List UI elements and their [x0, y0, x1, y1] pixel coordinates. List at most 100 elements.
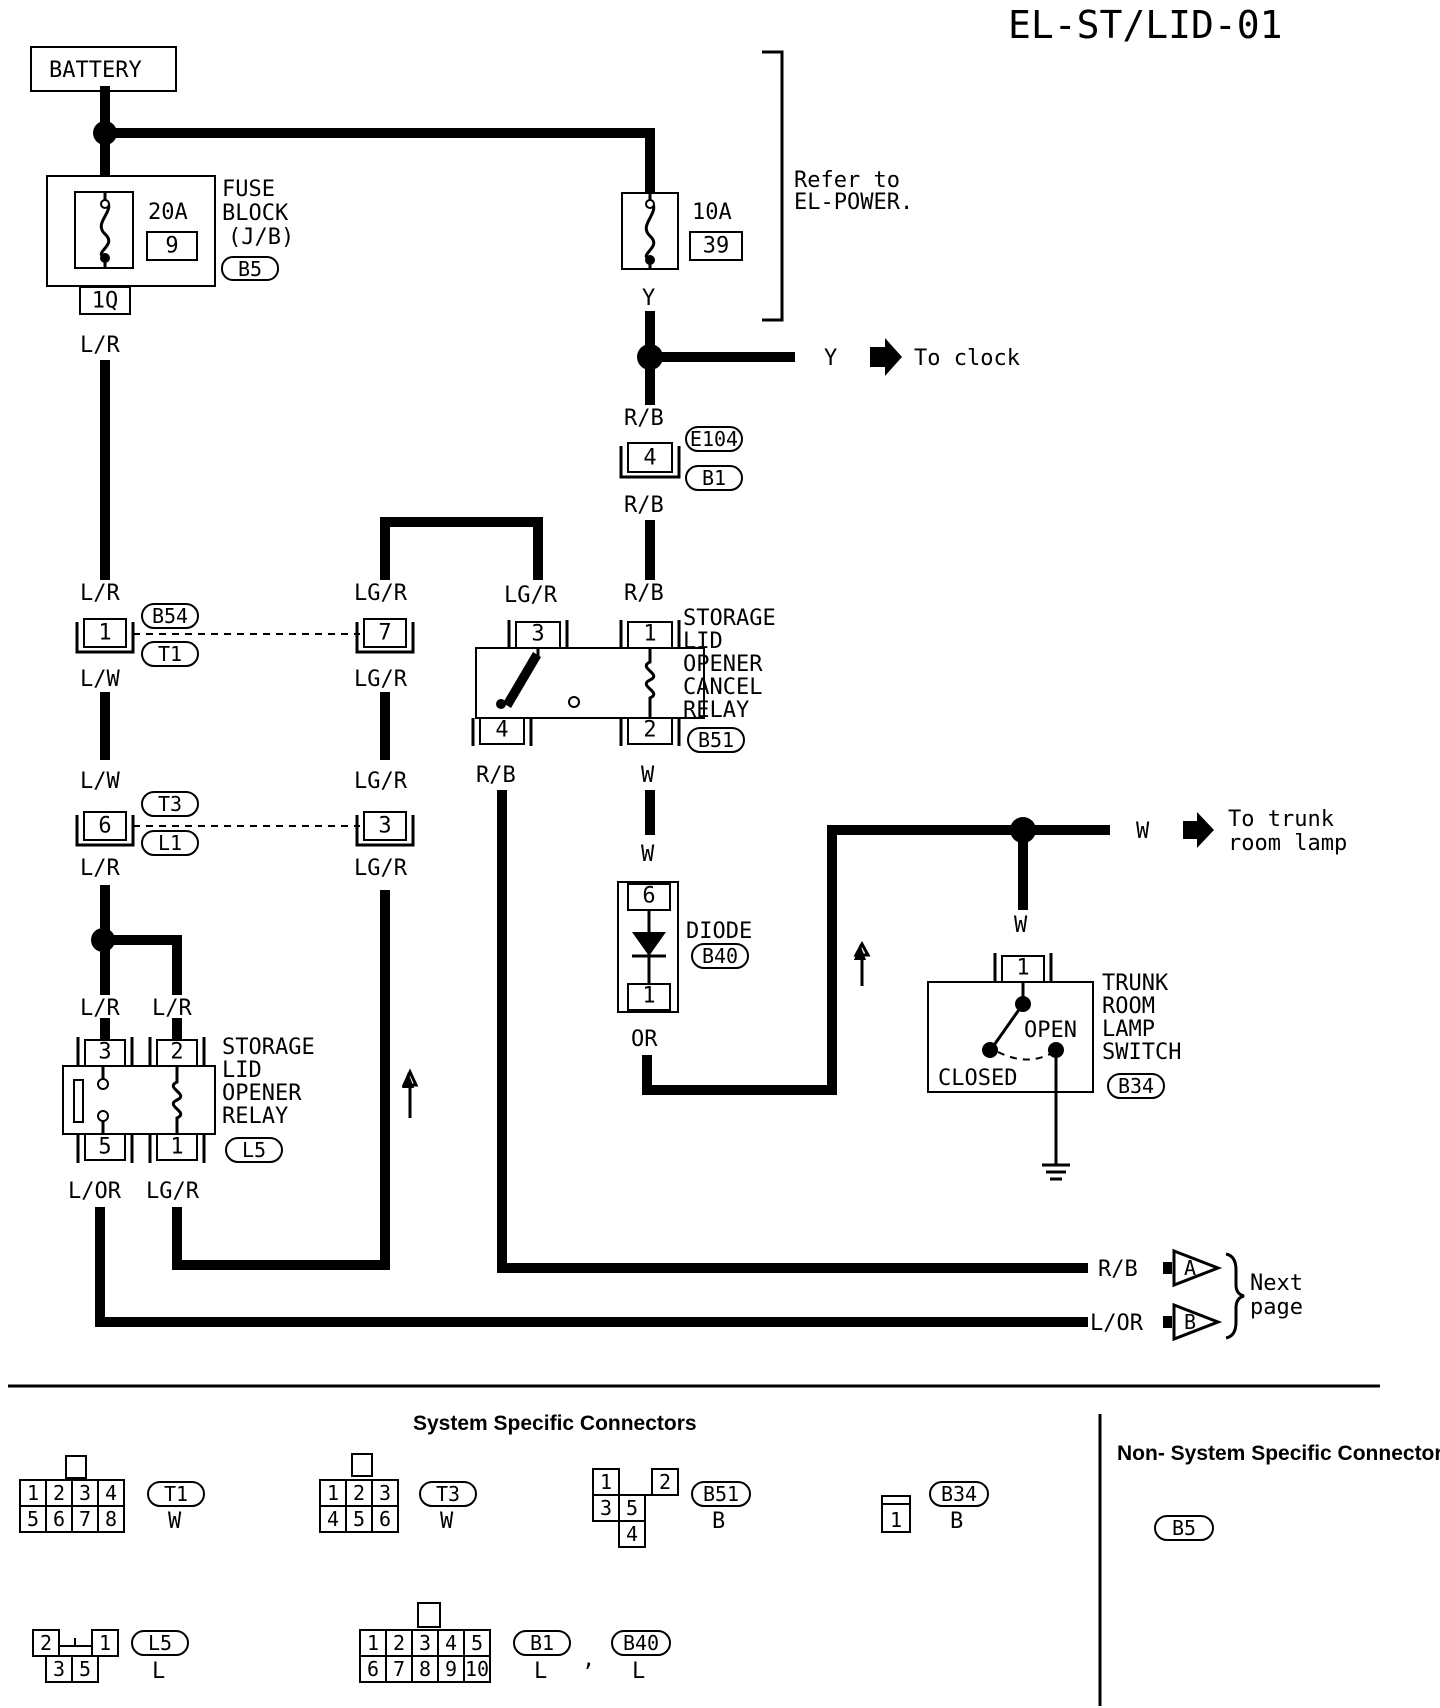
legend-b1-key [417, 1602, 441, 1628]
pin-1-b34: 1 [1016, 956, 1029, 981]
legend-oval-t1 [147, 1481, 205, 1507]
cancel-relay-coil [644, 648, 656, 718]
switch-closed-label: CLOSED [938, 1066, 1017, 1091]
connector-b54-label: B54 [152, 604, 188, 628]
pin-1-b54: 1 [98, 621, 111, 646]
diagram-title: EL-ST/LID-01 [1008, 3, 1283, 47]
refer-line-2: EL-POWER. [794, 190, 913, 215]
fuse-20a-number-box [146, 231, 198, 261]
legend-b51-color: B [712, 1509, 725, 1534]
fuse-block-label-2: BLOCK [222, 201, 289, 226]
next-page-label-1: Next [1250, 1271, 1303, 1296]
wire-label-rb-next: R/B [1098, 1257, 1138, 1282]
svg-text:7: 7 [393, 1657, 405, 1681]
fuse-block-label-1: FUSE [222, 177, 275, 202]
connector-t3-pin6 [83, 811, 127, 841]
lgr-return-wire [172, 890, 390, 1270]
wire-label-lr-4: L/R [80, 996, 120, 1021]
svg-text:5: 5 [353, 1507, 365, 1531]
svg-text:5: 5 [471, 1631, 483, 1655]
lr-branch-wire [110, 935, 182, 995]
cancel-relay-pin4 [479, 717, 525, 745]
svg-text:1: 1 [99, 1631, 111, 1655]
to-trunk-label-1: To trunk [1228, 807, 1334, 832]
pin-1-b40: 1 [642, 984, 655, 1009]
diode-label: DIODE [686, 919, 752, 944]
diode-pin6 [627, 883, 671, 911]
fuse-10a-number-box [689, 231, 743, 261]
connector-b5-label: B5 [238, 257, 262, 281]
next-page-marker-a [1172, 1248, 1223, 1288]
svg-text:5: 5 [626, 1496, 638, 1520]
wire-label-lr-5: L/R [152, 996, 192, 1021]
legend-t3-color: W [440, 1509, 454, 1534]
cancel-relay-label-1: STORAGE [683, 606, 776, 631]
connector-oval-b51 [687, 727, 745, 753]
trunk-switch-closed-contact [982, 1042, 998, 1058]
legend-oval-b1 [513, 1630, 571, 1656]
connector-oval-b40 [691, 943, 749, 969]
pin-6-t3: 6 [98, 814, 111, 839]
connector-oval-b34 [1107, 1073, 1165, 1099]
trunk-switch-label-1: TRUNK [1102, 971, 1169, 996]
connector-b51-label: B51 [698, 728, 734, 752]
svg-text:4: 4 [105, 1481, 117, 1505]
wire-label-rb-2: R/B [624, 493, 664, 518]
legend-t3-name: T3 [436, 1482, 460, 1506]
wire-label-lgr-1: LG/R [354, 581, 408, 606]
legend-b1-grid: 1 2 3 4 5 6 7 8 9 10 [359, 1629, 491, 1683]
fuse-10a-number: 39 [703, 234, 730, 259]
svg-text:3: 3 [419, 1631, 431, 1655]
marker-a-label: A [1184, 1256, 1196, 1280]
svg-text:1: 1 [327, 1481, 339, 1505]
pin-4-b51: 4 [495, 718, 508, 743]
legend-b34-name: B34 [941, 1482, 977, 1506]
diode-triangle [632, 932, 666, 956]
svg-text:5: 5 [79, 1657, 91, 1681]
lor-wire [95, 1207, 1088, 1327]
svg-text:2: 2 [393, 1631, 405, 1655]
legend-b40-name: B40 [623, 1631, 659, 1655]
relay-l5-coil [171, 1066, 183, 1134]
connector-oval-t1 [141, 641, 199, 667]
legend-b34-grid: 1 [881, 1495, 911, 1533]
clock-wire-color: Y [824, 346, 837, 371]
next-page-label-2: page [1250, 1295, 1303, 1320]
pin-3-b51: 3 [531, 622, 544, 647]
to-trunk-label-2: room lamp [1228, 831, 1347, 856]
svg-text:6: 6 [379, 1507, 391, 1531]
svg-text:8: 8 [105, 1507, 117, 1531]
legend-l5-name: L5 [148, 1631, 172, 1655]
relay-l5-pin1 [156, 1133, 198, 1161]
legend-t1-name: T1 [164, 1482, 188, 1506]
trunk-switch-label-2: ROOM [1102, 994, 1155, 1019]
svg-text:3: 3 [79, 1481, 91, 1505]
connector-oval-b54 [141, 603, 199, 629]
legend-oval-b34 [929, 1481, 989, 1507]
svg-text:10: 10 [465, 1657, 489, 1681]
battery-box [30, 46, 177, 92]
connector-b34-label: B34 [1118, 1074, 1154, 1098]
lgr-loop-wire [380, 517, 543, 580]
connector-1q-box [79, 286, 131, 315]
trunk-switch-pin1 [1001, 955, 1045, 983]
legend-t1-color: W [168, 1509, 182, 1534]
wire-label-lor-1: L/OR [68, 1179, 122, 1204]
cancel-relay-label-2: LID [683, 629, 723, 654]
svg-text:2: 2 [53, 1481, 65, 1505]
junction-dot-clock [637, 344, 663, 370]
legend-b5-label: B5 [1172, 1516, 1196, 1540]
legend-b40-color: L [632, 1659, 645, 1684]
system-connectors-title: System Specific Connectors [413, 1412, 697, 1435]
trunk-wire-color: W [1136, 819, 1150, 844]
pin-1-b51: 1 [643, 622, 656, 647]
svg-text:1: 1 [27, 1481, 39, 1505]
opener-relay-label-2: LID [222, 1058, 262, 1083]
fuse-20a-amp: 20A [148, 200, 188, 225]
ground-icon [1042, 1163, 1070, 1181]
svg-text:1: 1 [600, 1470, 612, 1494]
refer-bracket [762, 50, 784, 322]
svg-text:8: 8 [419, 1657, 431, 1681]
fuse-20a-number: 9 [165, 234, 178, 259]
